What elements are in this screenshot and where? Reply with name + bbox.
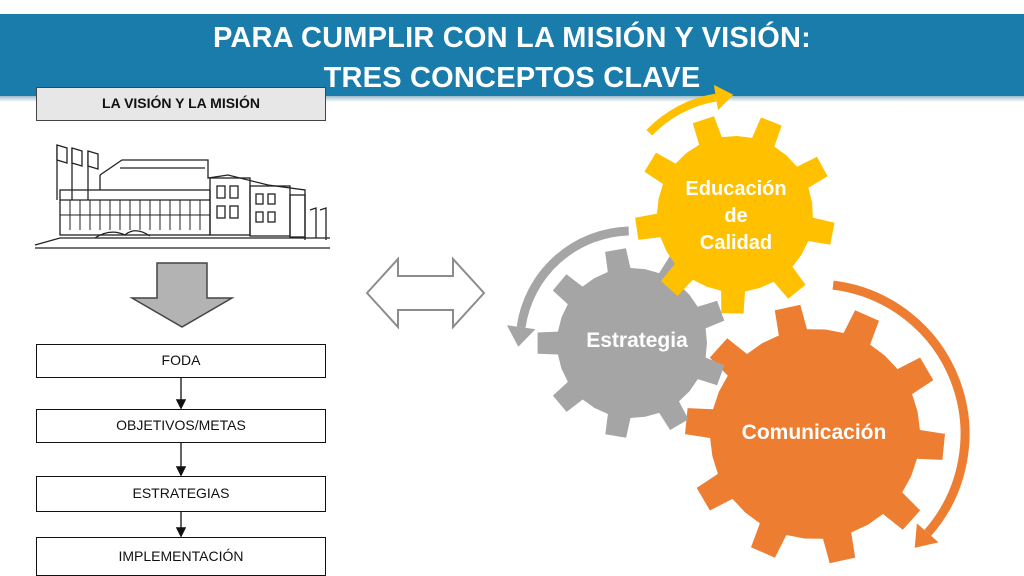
arrow-communication bbox=[832, 280, 970, 536]
gear-label-education-line1: Educación bbox=[685, 178, 787, 200]
arrow-education bbox=[646, 93, 717, 136]
gear-label-strategy: Estrategia bbox=[586, 329, 688, 352]
gear-label-education: Educación de Calidad bbox=[668, 176, 804, 257]
double-arrow-icon bbox=[365, 256, 486, 330]
page-title-line-2: TRES CONCEPTOS CLAVE bbox=[323, 62, 701, 94]
flow-step-foda: FODA bbox=[36, 344, 326, 378]
vision-mission-box: LA VISIÓN Y LA MISIÓN bbox=[36, 87, 326, 121]
gear-label-education-line2: de bbox=[724, 205, 748, 227]
flow-step-objetivos: OBJETIVOS/METAS bbox=[36, 409, 326, 443]
arrow-strategy bbox=[516, 226, 629, 328]
title-banner bbox=[0, 14, 1024, 100]
page-title-line-1: PARA CUMPLIR CON LA MISIÓN Y VISIÓN: bbox=[213, 22, 811, 54]
down-arrow-icon bbox=[129, 262, 235, 328]
banner-shadow bbox=[0, 96, 1024, 102]
arrow-communication-head bbox=[914, 523, 939, 548]
flow-step-implementacion: IMPLEMENTACIÓN bbox=[36, 537, 326, 576]
arrow-strategy-head bbox=[506, 325, 536, 347]
gear-label-education-line3: Calidad bbox=[699, 232, 773, 254]
flow-step-estrategias: ESTRATEGIAS bbox=[36, 476, 326, 512]
gear-label-communication: Comunicación bbox=[741, 421, 887, 444]
